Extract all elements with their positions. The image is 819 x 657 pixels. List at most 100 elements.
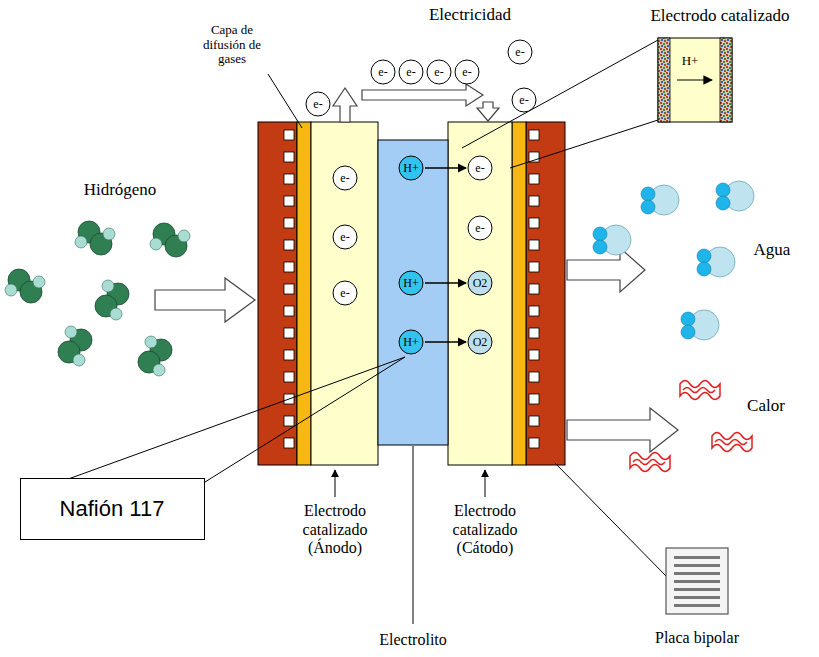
particle-outline	[306, 92, 330, 116]
particle-outline	[427, 60, 451, 84]
particle-outline	[508, 40, 532, 64]
particle-outline	[399, 330, 423, 354]
left-bipolar-plate	[258, 122, 297, 465]
proton-arrow	[425, 167, 466, 168]
heat-waves	[680, 381, 720, 400]
proton-arrow	[425, 282, 466, 283]
particle-circle: H+	[398, 155, 424, 181]
hydrogen-molecules	[65, 326, 77, 338]
leader-line	[485, 470, 486, 497]
water-molecules	[716, 181, 754, 211]
right-bipolar-plate	[526, 122, 565, 465]
heat-waves	[630, 453, 670, 472]
bipolar-plate-icon	[674, 580, 720, 583]
gas-channels	[284, 306, 294, 316]
particle-label: e-	[515, 45, 524, 60]
particle-circle: e-	[426, 59, 452, 85]
hydrogen-molecules	[102, 280, 114, 292]
heat-waves	[630, 381, 752, 472]
particle-circle: e-	[398, 59, 424, 85]
cathode-electrode	[448, 122, 512, 465]
particle-label: H+	[403, 276, 418, 291]
water-molecules	[593, 227, 607, 241]
hydrogen-molecules	[75, 236, 87, 248]
particle-circle: H+	[398, 329, 424, 355]
heat-waves	[712, 433, 752, 452]
callout-box: Nafión 117	[20, 478, 205, 540]
leader-line	[60, 357, 405, 482]
electrode-inset	[658, 38, 670, 122]
water-molecules	[593, 225, 631, 255]
heat-waves	[715, 440, 747, 445]
gas-channels	[529, 394, 539, 404]
gas-channels	[529, 306, 539, 316]
bipolar-plate-icon	[666, 548, 728, 614]
particle-label: O2	[473, 276, 488, 291]
gas-diffusion-layer	[297, 122, 526, 465]
water-molecules	[697, 247, 735, 277]
particle-label: e-	[378, 65, 387, 80]
part-label: Electrodo catalizado (Cátodo)	[439, 502, 531, 557]
gas-channels	[529, 328, 539, 338]
particle-circle: e-	[332, 280, 358, 306]
particle-label: e-	[434, 65, 443, 80]
electrode-inset	[658, 38, 732, 122]
gas-channels	[529, 240, 539, 250]
water-molecules	[641, 187, 655, 201]
hydrogen-molecules	[150, 223, 190, 257]
hydrogen-molecules	[150, 238, 162, 250]
gas-channels	[529, 130, 539, 140]
particle-label: e-	[340, 286, 349, 301]
particle-label: e-	[462, 65, 471, 80]
part-label: Agua	[754, 240, 791, 260]
particle-label: O2	[473, 335, 488, 350]
leader-line	[268, 74, 302, 128]
flow-arrow	[155, 248, 678, 452]
hydrogen-molecules	[110, 308, 122, 320]
gas-diffusion-layer	[297, 122, 311, 465]
particle-circle: O2	[467, 329, 493, 355]
particle-circle: e-	[305, 91, 331, 117]
particle-circle: H+	[398, 270, 424, 296]
hydrogen-molecules	[103, 228, 115, 240]
proton-arrow	[425, 341, 466, 342]
particle-label: e-	[475, 161, 484, 176]
bipolar-plate-icon	[666, 548, 728, 614]
hydrogen-molecules	[75, 221, 115, 255]
particle-circle: e-	[467, 155, 493, 181]
heat-waves	[712, 433, 752, 452]
particle-circle: e-	[332, 224, 358, 250]
part-label: Calor	[747, 396, 785, 416]
leader-line	[462, 40, 658, 148]
leader-line	[205, 357, 405, 482]
part-label: Electrolito	[379, 631, 447, 649]
water-molecules	[697, 262, 711, 276]
heat-waves	[633, 460, 665, 465]
electrode-inset	[720, 38, 732, 122]
left-bipolar-plate	[258, 122, 297, 465]
hydrogen-molecules	[95, 280, 129, 320]
gas-channels	[284, 174, 294, 184]
particle-label: H+	[403, 161, 418, 176]
gas-channels	[284, 416, 294, 426]
water-molecules	[641, 200, 655, 214]
heat-waves	[680, 381, 720, 400]
bipolar-plate-icon	[674, 564, 720, 567]
anode-electrode	[311, 122, 378, 465]
particle-outline	[468, 216, 492, 240]
electricity-arrow	[477, 102, 499, 121]
hydrogen-molecules	[5, 269, 45, 303]
particle-outline	[333, 166, 357, 190]
particle-outline	[371, 60, 395, 84]
hydrogen-molecules	[33, 276, 45, 288]
part-label: Electrodo catalizado (Ánodo)	[289, 502, 381, 557]
particle-circle: e-	[467, 215, 493, 241]
flow-arrow	[567, 248, 645, 292]
right-bipolar-plate	[526, 122, 565, 465]
anode-electrode	[311, 122, 378, 465]
bipolar-plate-icon	[674, 556, 720, 559]
gas-channels	[529, 174, 539, 184]
